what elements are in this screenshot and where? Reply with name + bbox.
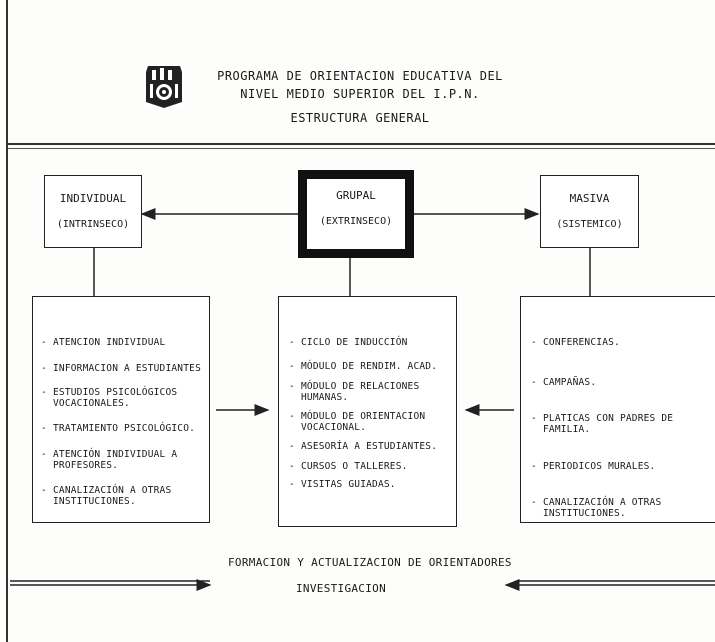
list-item: -CANALIZACIÓN A OTRAS INSTITUCIONES. <box>531 497 662 519</box>
list-item: -VISITAS GUIADAS. <box>289 479 396 490</box>
footer-formacion: FORMACION Y ACTUALIZACION DE ORIENTADORE… <box>228 556 512 569</box>
list-item: -CURSOS O TALLERES. <box>289 461 408 472</box>
list-item: -TRATAMIENTO PSICOLÓGICO. <box>41 423 196 434</box>
box-grupal-sub: (EXTRINSECO) <box>319 216 393 227</box>
list-item: -CAMPAÑAS. <box>531 377 597 388</box>
title-line-3: ESTRUCTURA GENERAL <box>290 111 430 125</box>
list-item: -MÓDULO DE RELACIONES HUMANAS. <box>289 381 420 403</box>
panel-individual: -ATENCION INDIVIDUAL -INFORMACION A ESTU… <box>32 296 210 523</box>
box-grupal-name: GRUPAL <box>336 189 376 202</box>
list-item: -ESTUDIOS PSICOLÓGICOS VOCACIONALES. <box>41 387 178 409</box>
title-line-1: PROGRAMA DE ORIENTACION EDUCATIVA DEL <box>217 69 503 83</box>
box-masiva-name: MASIVA <box>569 192 610 205</box>
list-item: -CANALIZACIÓN A OTRAS INSTITUCIONES. <box>41 485 172 507</box>
list-item: -CICLO DE INDUCCIÓN <box>289 337 408 348</box>
list-item: -PERIODICOS MURALES. <box>531 461 656 472</box>
box-individual-name: INDIVIDUAL <box>59 192 127 205</box>
list-item: -PLATICAS CON PADRES DE FAMILIA. <box>531 413 674 435</box>
panel-grupal: -CICLO DE INDUCCIÓN -MÓDULO DE RENDIM. A… <box>278 296 457 527</box>
list-item: -INFORMACION A ESTUDIANTES <box>41 363 201 374</box>
list-item: -MÓDULO DE ORIENTACION VOCACIONAL. <box>289 411 426 433</box>
box-masiva: MASIVA (SISTEMICO) <box>540 175 639 248</box>
list-item: -ATENCIÓN INDIVIDUAL A PROFESORES. <box>41 449 178 471</box>
box-individual: INDIVIDUAL (INTRINSECO) <box>44 175 142 248</box>
panel-masiva: -CONFERENCIAS. -CAMPAÑAS. -PLATICAS CON … <box>520 296 715 523</box>
list-item: -CONFERENCIAS. <box>531 337 620 348</box>
list-item: -ASESORÍA A ESTUDIANTES. <box>289 441 438 452</box>
list-item: -ATENCION INDIVIDUAL <box>41 337 166 348</box>
ipn-emblem-icon <box>144 64 184 108</box>
frame-top-border <box>8 143 715 145</box>
frame-top-border-inner <box>8 148 715 149</box>
box-grupal: GRUPAL (EXTRINSECO) <box>298 170 414 258</box>
list-item: -MÓDULO DE RENDIM. ACAD. <box>289 361 438 372</box>
title-line-2: NIVEL MEDIO SUPERIOR DEL I.P.N. <box>240 87 480 101</box>
box-individual-sub: (INTRINSECO) <box>56 219 130 230</box>
box-masiva-sub: (SISTEMICO) <box>556 219 623 230</box>
frame-left-border <box>6 0 8 642</box>
footer-investigacion: INVESTIGACION <box>296 582 386 595</box>
